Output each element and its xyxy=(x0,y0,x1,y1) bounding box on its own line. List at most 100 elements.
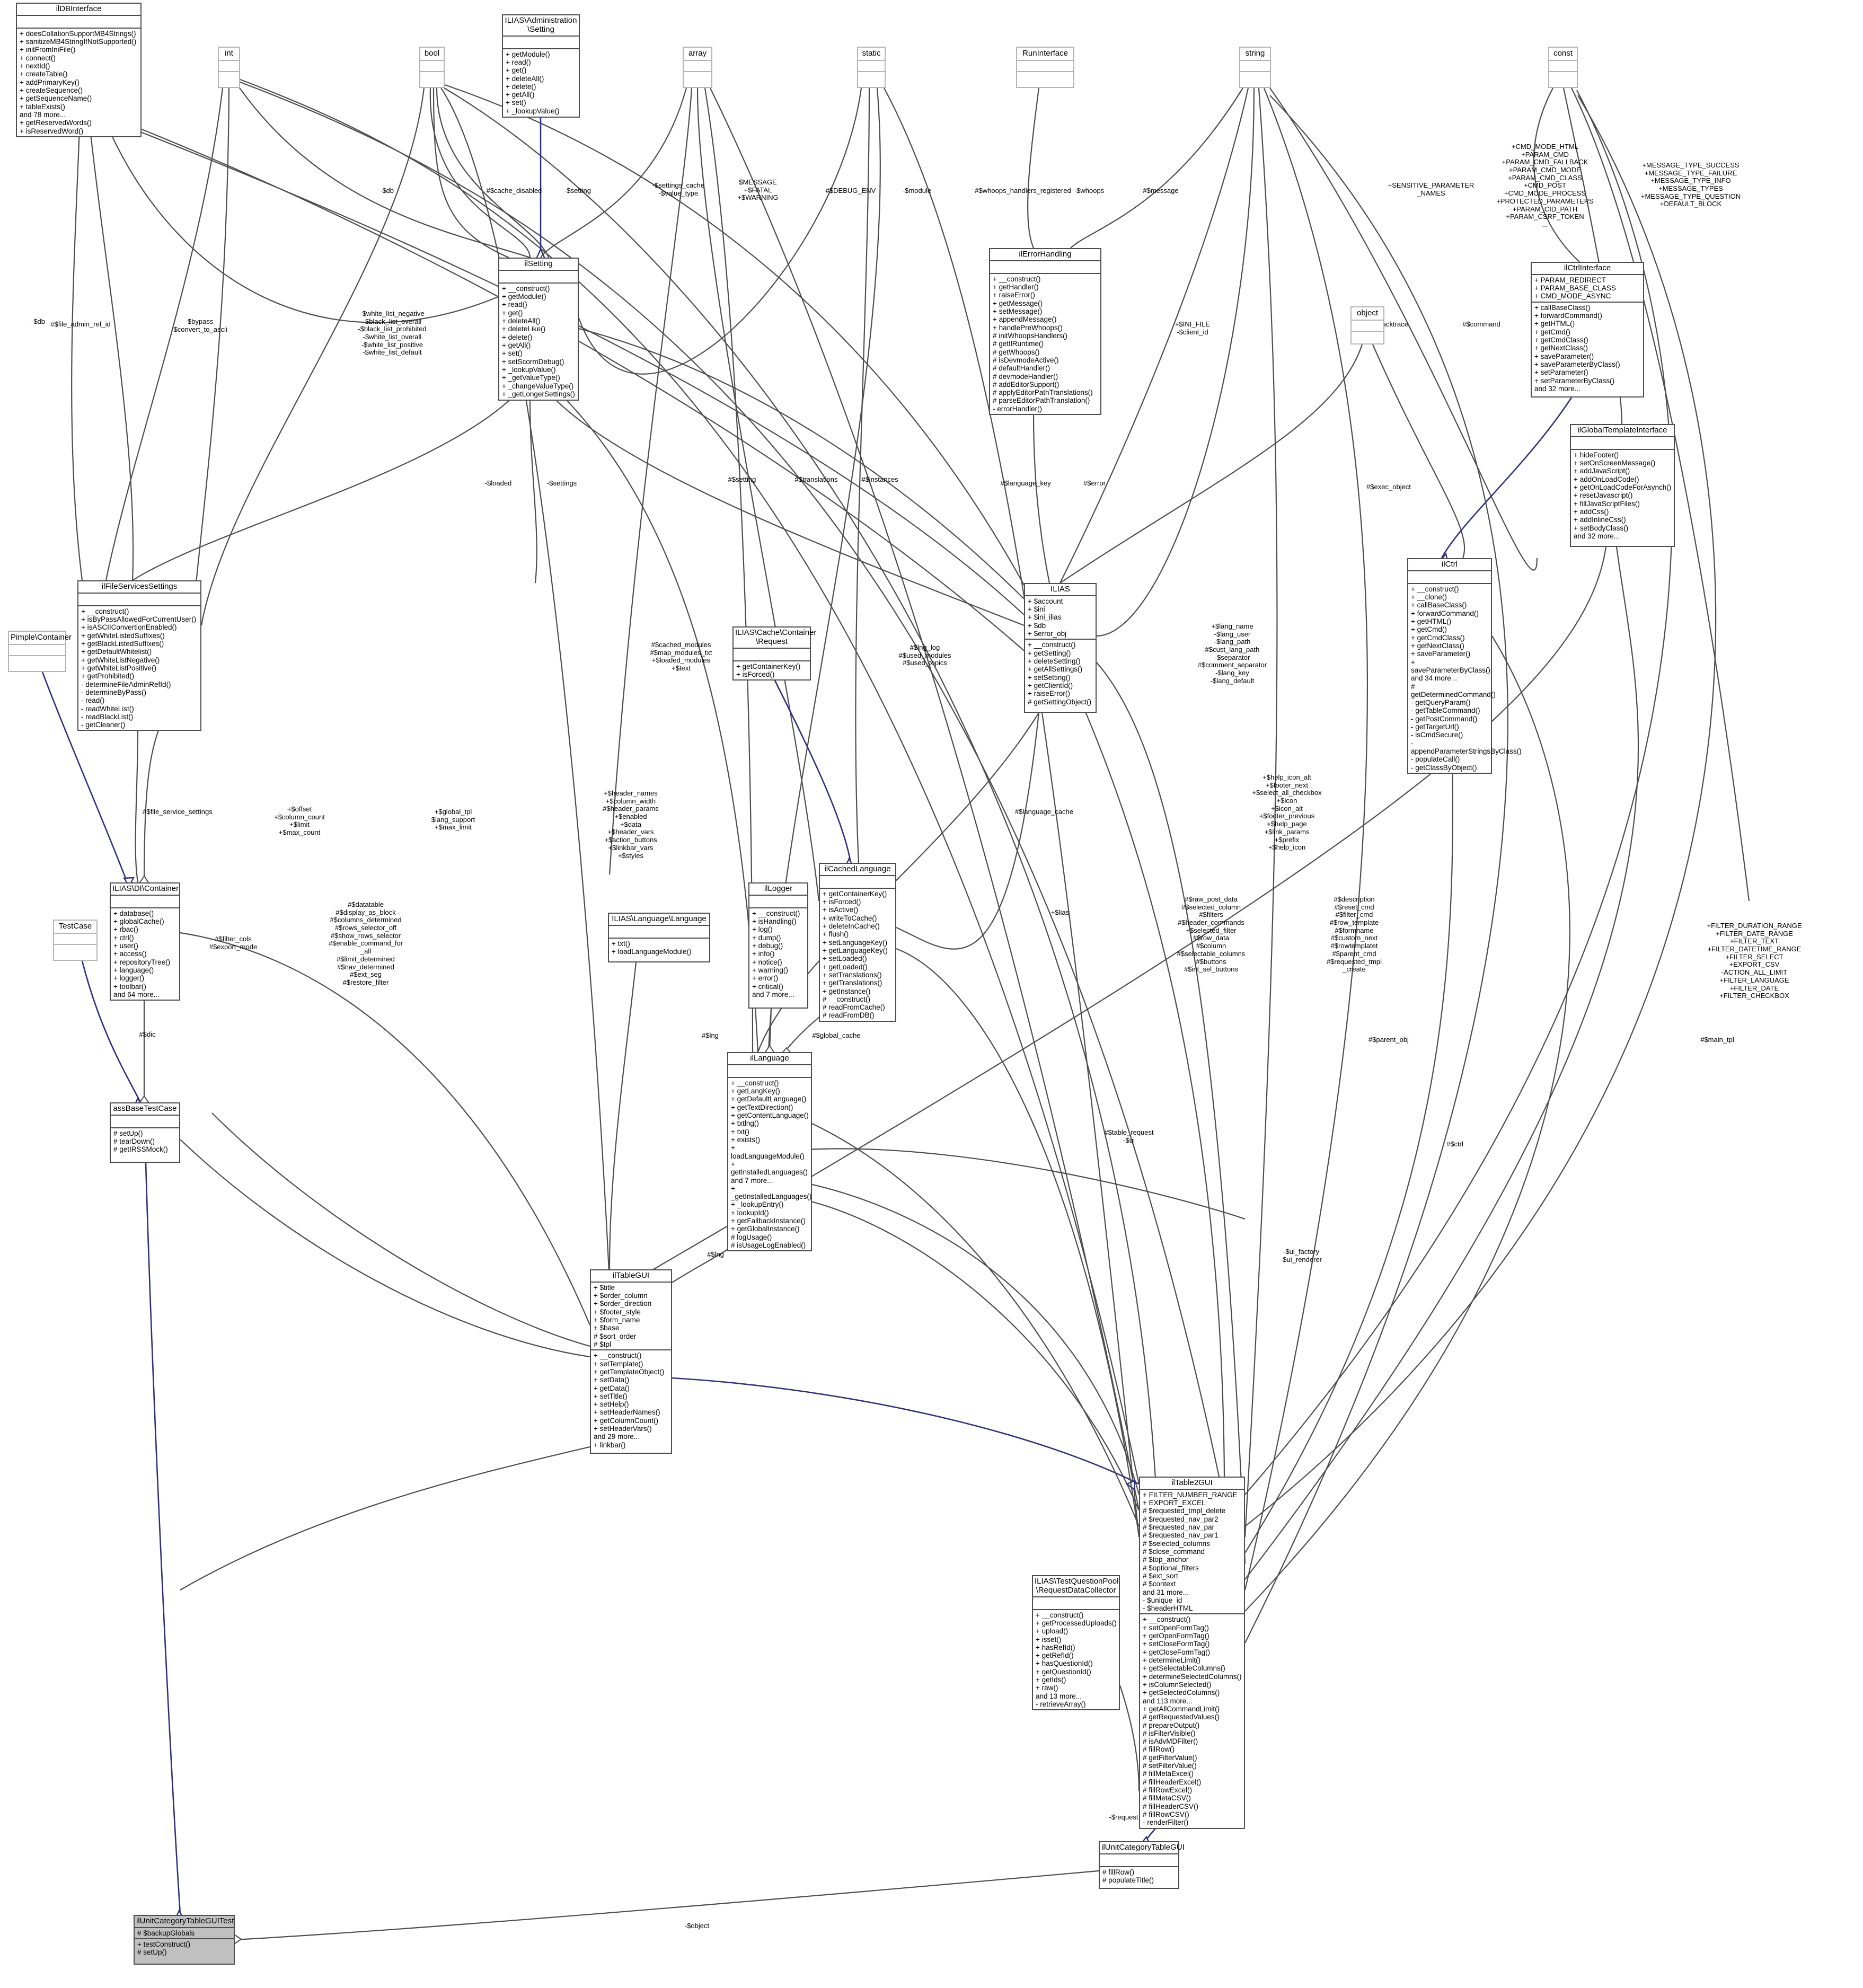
edge-label-execobj: #$exec_object xyxy=(1366,483,1411,491)
class-node-object[interactable]: object xyxy=(1350,306,1384,344)
class-node-ilcachedlanguage[interactable]: ilCachedLanguage+ getContainerKey() + is… xyxy=(819,863,896,1022)
class-node-title: ILIAS\TestQuestionPool \RequestDataColle… xyxy=(1035,1577,1119,1595)
class-node-int[interactable]: int xyxy=(218,47,240,88)
class-node-ilctrlinterface[interactable]: ilCtrlInterface+ PARAM_REDIRECT + PARAM_… xyxy=(1531,262,1644,397)
class-node-attributes: # $backupGlobals xyxy=(135,1927,234,1938)
class-node-ilctrl[interactable]: ilCtrl + __construct() + __clone() + call… xyxy=(1407,558,1522,774)
class-node-illogger[interactable]: ilLogger+ __construct() + isHandling() +… xyxy=(748,882,808,1009)
edge-label-constlist1: +CMD_MODE_HTML +PARAM_CMD +PARAM_CMD_FAL… xyxy=(1496,143,1594,228)
class-node-testcase[interactable]: TestCase xyxy=(53,920,98,961)
class-node-bool[interactable]: bool xyxy=(419,47,445,88)
class-node-ilglobaltemplateinterface[interactable]: ilGlobalTemplateInterface+ hideFooter() … xyxy=(1570,424,1675,547)
class-node-attributes: + $account + $ini + $ini_ilias + $db + $… xyxy=(1025,595,1096,639)
class-node-title: string xyxy=(1245,49,1265,58)
class-node-array[interactable]: array xyxy=(683,47,712,88)
class-node-operations: + doesCollationSupportMB4Strings() + san… xyxy=(17,27,140,136)
class-node-attributes xyxy=(17,14,140,28)
class-node-static[interactable]: static xyxy=(857,47,886,88)
class-node-attributes xyxy=(734,647,810,660)
class-node-attributes xyxy=(78,592,200,605)
edge-label-offsetcol: +$offset +$column_count +$limit +$max_co… xyxy=(274,805,325,837)
class-node-attributes: + FILTER_NUMBER_RANGE + EXPORT_EXCEL # $… xyxy=(1140,1488,1244,1614)
class-node-string[interactable]: string xyxy=(1239,47,1271,88)
edge-label-parentobj: #$parent_obj xyxy=(1368,1036,1409,1044)
class-node-title: bool xyxy=(424,49,440,58)
class-node-title: const xyxy=(1553,49,1573,58)
class-node-operations: + __construct() + getModule() + read() +… xyxy=(499,282,578,399)
class-node-title: ilFileServicesSettings xyxy=(101,582,178,591)
class-node-ilias-testquestionpool-requestdatacollector[interactable]: ILIAS\TestQuestionPool \RequestDataColle… xyxy=(1032,1575,1120,1711)
edge-label-whitelists: -$white_list_negative -$black_list_overa… xyxy=(358,310,427,357)
class-node-ilias-language-language[interactable]: ILIAS\Language\Language+ txt() + loadLan… xyxy=(608,913,710,962)
class-node-title: ilCtrlInterface xyxy=(1564,263,1611,272)
edge-label-setting1: -$setting xyxy=(564,187,591,195)
class-node-title: ilTable2GUI xyxy=(1171,1478,1213,1487)
class-node-operations: # setUp() # tearDown() # getIRSSMock() xyxy=(111,1127,179,1155)
edge-label-message2: #$message xyxy=(1143,187,1179,195)
class-node-ilerrorhandling[interactable]: ilErrorHandling + __construct() + getHand… xyxy=(989,248,1101,416)
class-node-title: ILIAS\Administration \Setting xyxy=(505,16,577,34)
class-node-ilunitcategorytablegui[interactable]: ilUnitCategoryTableGUI# fillRow() # popu… xyxy=(1099,1841,1185,1889)
class-node-attributes xyxy=(749,894,807,907)
class-node-title: ilUnitCategoryTableGUITest xyxy=(136,1916,234,1925)
edge-label-lnglog: #$lng_log #$used_modules #$used_topics xyxy=(898,643,951,667)
class-node-ilsetting[interactable]: ilSetting+ __construct() + getModule() +… xyxy=(498,258,579,401)
edge-label-ctrl1: #$ctrl xyxy=(1446,1140,1463,1148)
edge-label-constlist2: +MESSAGE_TYPE_SUCCESS +MESSAGE_TYPE_FAIL… xyxy=(1640,161,1741,208)
class-node-ilias-administration-setting[interactable]: ILIAS\Administration \Setting + getModule… xyxy=(502,14,580,118)
class-node-pimple-container[interactable]: Pimple\Container xyxy=(8,631,72,672)
edge-label-maintpl: #$main_tpl xyxy=(1700,1036,1734,1044)
class-node-attributes xyxy=(219,59,239,71)
edge-label-cachedmod: #$cached_modules #$map_modules_txt +$loa… xyxy=(650,641,712,673)
edge-label-instances: #$instances xyxy=(861,475,898,483)
edge-label-uifactory: -$ui_factory -$ui_renderer xyxy=(1280,1248,1322,1264)
class-node-ilias-cache-container-request[interactable]: ILIAS\Cache\Container \Request+ getConta… xyxy=(732,626,816,681)
class-node-title: ilErrorHandling xyxy=(1019,250,1072,259)
class-node-runinterface[interactable]: RunInterface xyxy=(1016,47,1074,88)
edge-label-inifile: +$INI_FILE -$client_id xyxy=(1175,320,1211,336)
class-node-title: ilCtrl xyxy=(1442,560,1458,569)
class-node-ilunitcategorytableguitest[interactable]: ilUnitCategoryTableGUITest # $backupGloba… xyxy=(134,1915,235,1965)
class-node-operations: + __construct() + setOpenFormTag() + get… xyxy=(1140,1613,1244,1827)
class-node-title: static xyxy=(862,49,881,58)
class-node-attributes xyxy=(499,269,578,282)
class-node-operations: + getModule() + read() + get() + deleteA… xyxy=(503,48,579,117)
class-node-attributes xyxy=(1033,1596,1119,1609)
class-node-assbasetestcase[interactable]: assBaseTestCase # setUp() # tearDown() # … xyxy=(110,1102,180,1163)
class-node-attributes xyxy=(990,260,1100,273)
class-node-attributes xyxy=(111,1114,179,1127)
class-node-operations: + __construct() + getProcessedUploads() … xyxy=(1033,1609,1119,1710)
class-node-title: ILIAS\DI\Container xyxy=(112,884,179,893)
class-node-operations: + hideFooter() + setOnScreenMessage() + … xyxy=(1571,448,1674,541)
class-node-title: ilCachedLanguage xyxy=(824,864,891,873)
class-node-ilfileservicessettings[interactable]: ilFileServicesSettings+ __construct() + … xyxy=(77,580,201,731)
class-node-title: ilTableGUI xyxy=(612,1271,650,1280)
edge-label-settings1: -$settings xyxy=(546,479,577,487)
class-node-iltable2gui[interactable]: ilTable2GUI+ FILTER_NUMBER_RANGE + EXPOR… xyxy=(1139,1477,1245,1829)
class-node-attributes xyxy=(1571,436,1674,449)
class-node-title: int xyxy=(225,49,233,58)
class-node-const[interactable]: const xyxy=(1548,47,1578,88)
class-node-attributes xyxy=(609,924,709,938)
class-node-ildbinterface[interactable]: ilDBInterface + doesCollationSupportMB4St… xyxy=(16,3,142,137)
class-node-operations: + __construct() + setTemplate() + getTem… xyxy=(591,1349,671,1450)
class-node-attributes xyxy=(1100,1853,1178,1866)
class-node-title: assBaseTestCase xyxy=(113,1104,177,1113)
edge-label-helpicon: +$help_icon_alt +$footer_next +$select_a… xyxy=(1252,773,1322,852)
class-node-attributes xyxy=(1408,570,1491,583)
class-node-ilias-di-container[interactable]: ILIAS\DI\Container+ database() + globalC… xyxy=(110,882,180,1001)
class-node-title: ilDBInterface xyxy=(56,4,102,13)
class-node-ilias[interactable]: ILIAS+ $account + $ini + $ini_ilias + $d… xyxy=(1024,583,1097,713)
edge-label-db2: -$db xyxy=(379,187,394,195)
edge-label-globaltpl: +$global_tpl $lang_support +$max_limit xyxy=(431,808,475,832)
class-node-operations: + __construct() + __clone() + callBaseCl… xyxy=(1408,582,1522,773)
class-node-title: object xyxy=(1356,308,1379,317)
class-node-operations: + __construct() + getSetting() + deleteS… xyxy=(1025,639,1096,707)
class-node-operations: + __construct() + getHandler() + raiseEr… xyxy=(990,272,1100,414)
class-node-illanguage[interactable]: ilLanguage+ __construct() + getLangKey()… xyxy=(727,1052,812,1252)
class-node-operations: # fillRow() # populateTitle() xyxy=(1100,1866,1178,1886)
class-node-operations xyxy=(54,943,96,955)
class-node-iltablegui[interactable]: ilTableGUI+ $title + $order_column + $or… xyxy=(590,1269,672,1454)
class-node-attributes xyxy=(111,894,179,907)
